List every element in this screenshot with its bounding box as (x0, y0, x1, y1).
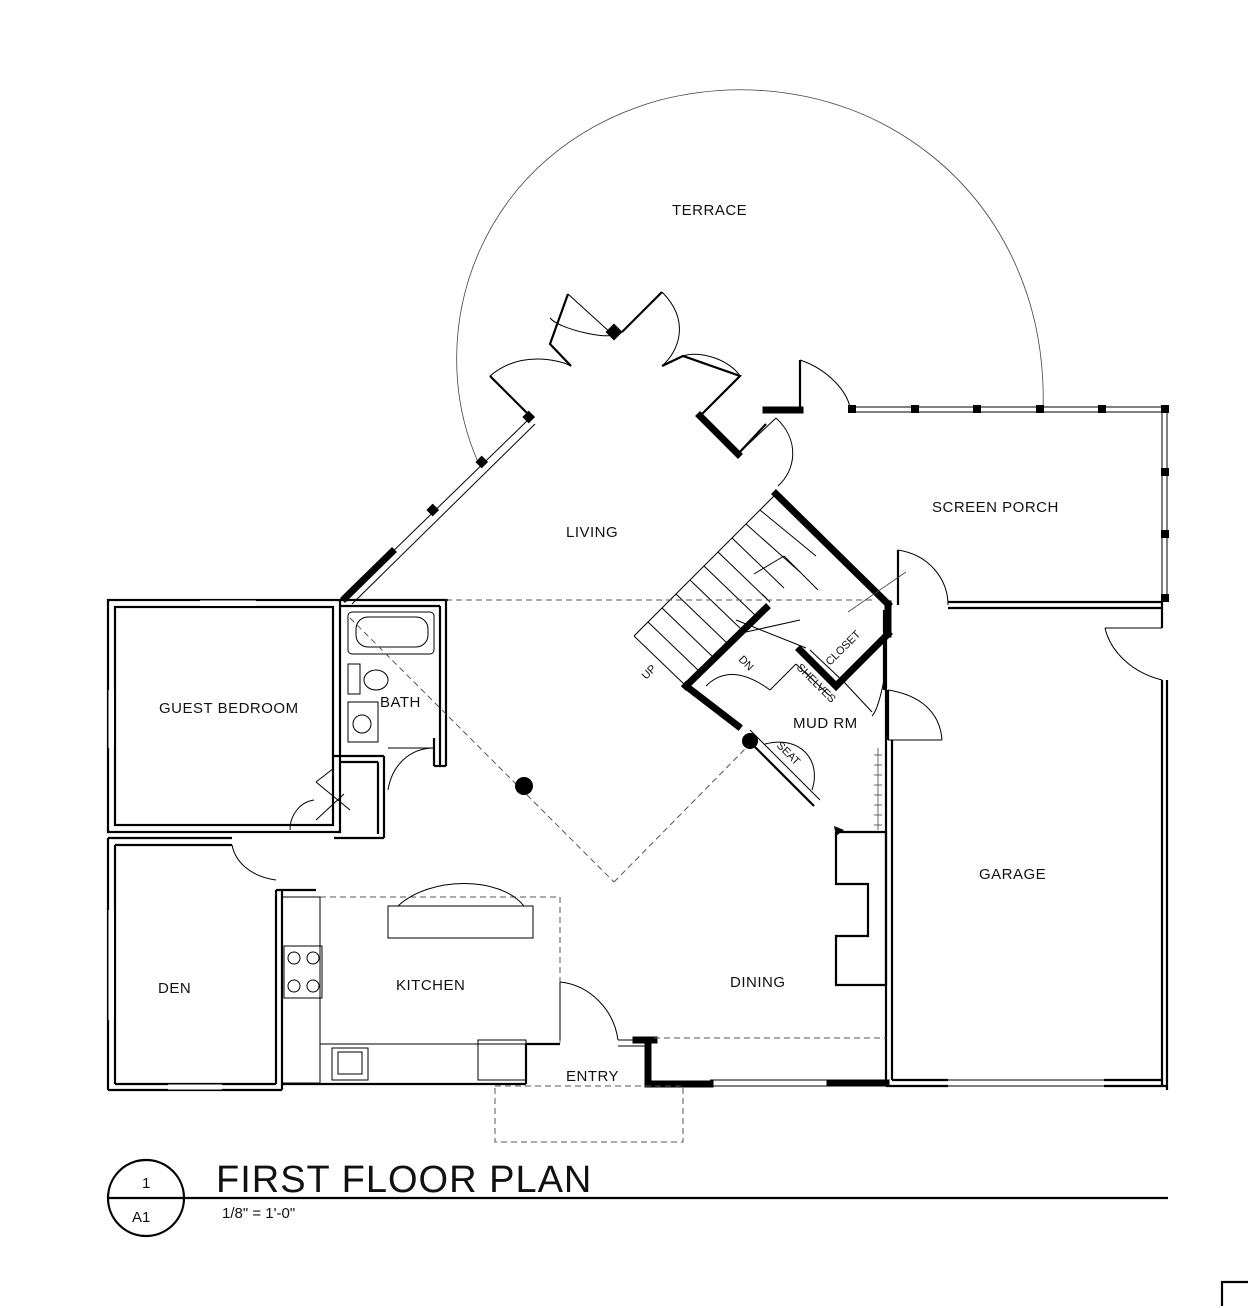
living-window-wall (340, 410, 536, 605)
screen-porch-walls (737, 359, 1169, 606)
label-guest-bedroom: GUEST BEDROOM (159, 700, 299, 717)
dashed-overhead-lines (349, 599, 876, 883)
label-screen-porch: SCREEN PORCH (932, 499, 1059, 516)
kitchen (281, 883, 561, 1086)
bath-walls (315, 598, 448, 840)
label-bath: BATH (380, 694, 421, 711)
den-walls (106, 836, 316, 1092)
sheet-number: A1 (132, 1209, 150, 1226)
plan-title: FIRST FLOOR PLAN (216, 1159, 592, 1201)
label-seat: SEAT (774, 740, 802, 768)
mud-room-walls (742, 689, 943, 836)
terrace-outline (456, 89, 1044, 463)
garage-walls (884, 600, 1169, 1090)
fireplace (834, 830, 888, 987)
label-garage: GARAGE (979, 866, 1046, 883)
title-block: 1 A1 FIRST FLOOR PLAN 1/8" = 1'-0" (106, 1158, 1248, 1306)
living-french-doors (489, 291, 743, 459)
label-dining: DINING (730, 974, 786, 991)
label-entry: ENTRY (566, 1068, 619, 1085)
label-up: UP (640, 663, 659, 682)
plan-scale: 1/8" = 1'-0" (222, 1205, 295, 1222)
label-terrace: TERRACE (672, 202, 747, 219)
entry (494, 981, 890, 1143)
guest-bedroom-walls (106, 598, 342, 834)
detail-number: 1 (142, 1175, 150, 1192)
guest-door (289, 799, 315, 831)
stair-treads (647, 509, 819, 673)
label-dn: DN (736, 654, 756, 674)
step-ticks (874, 754, 882, 826)
label-den: DEN (158, 980, 191, 997)
label-mud-rm: MUD RM (793, 715, 858, 732)
label-living: LIVING (566, 524, 618, 541)
label-kitchen: KITCHEN (396, 977, 465, 994)
stair-core (633, 489, 907, 731)
